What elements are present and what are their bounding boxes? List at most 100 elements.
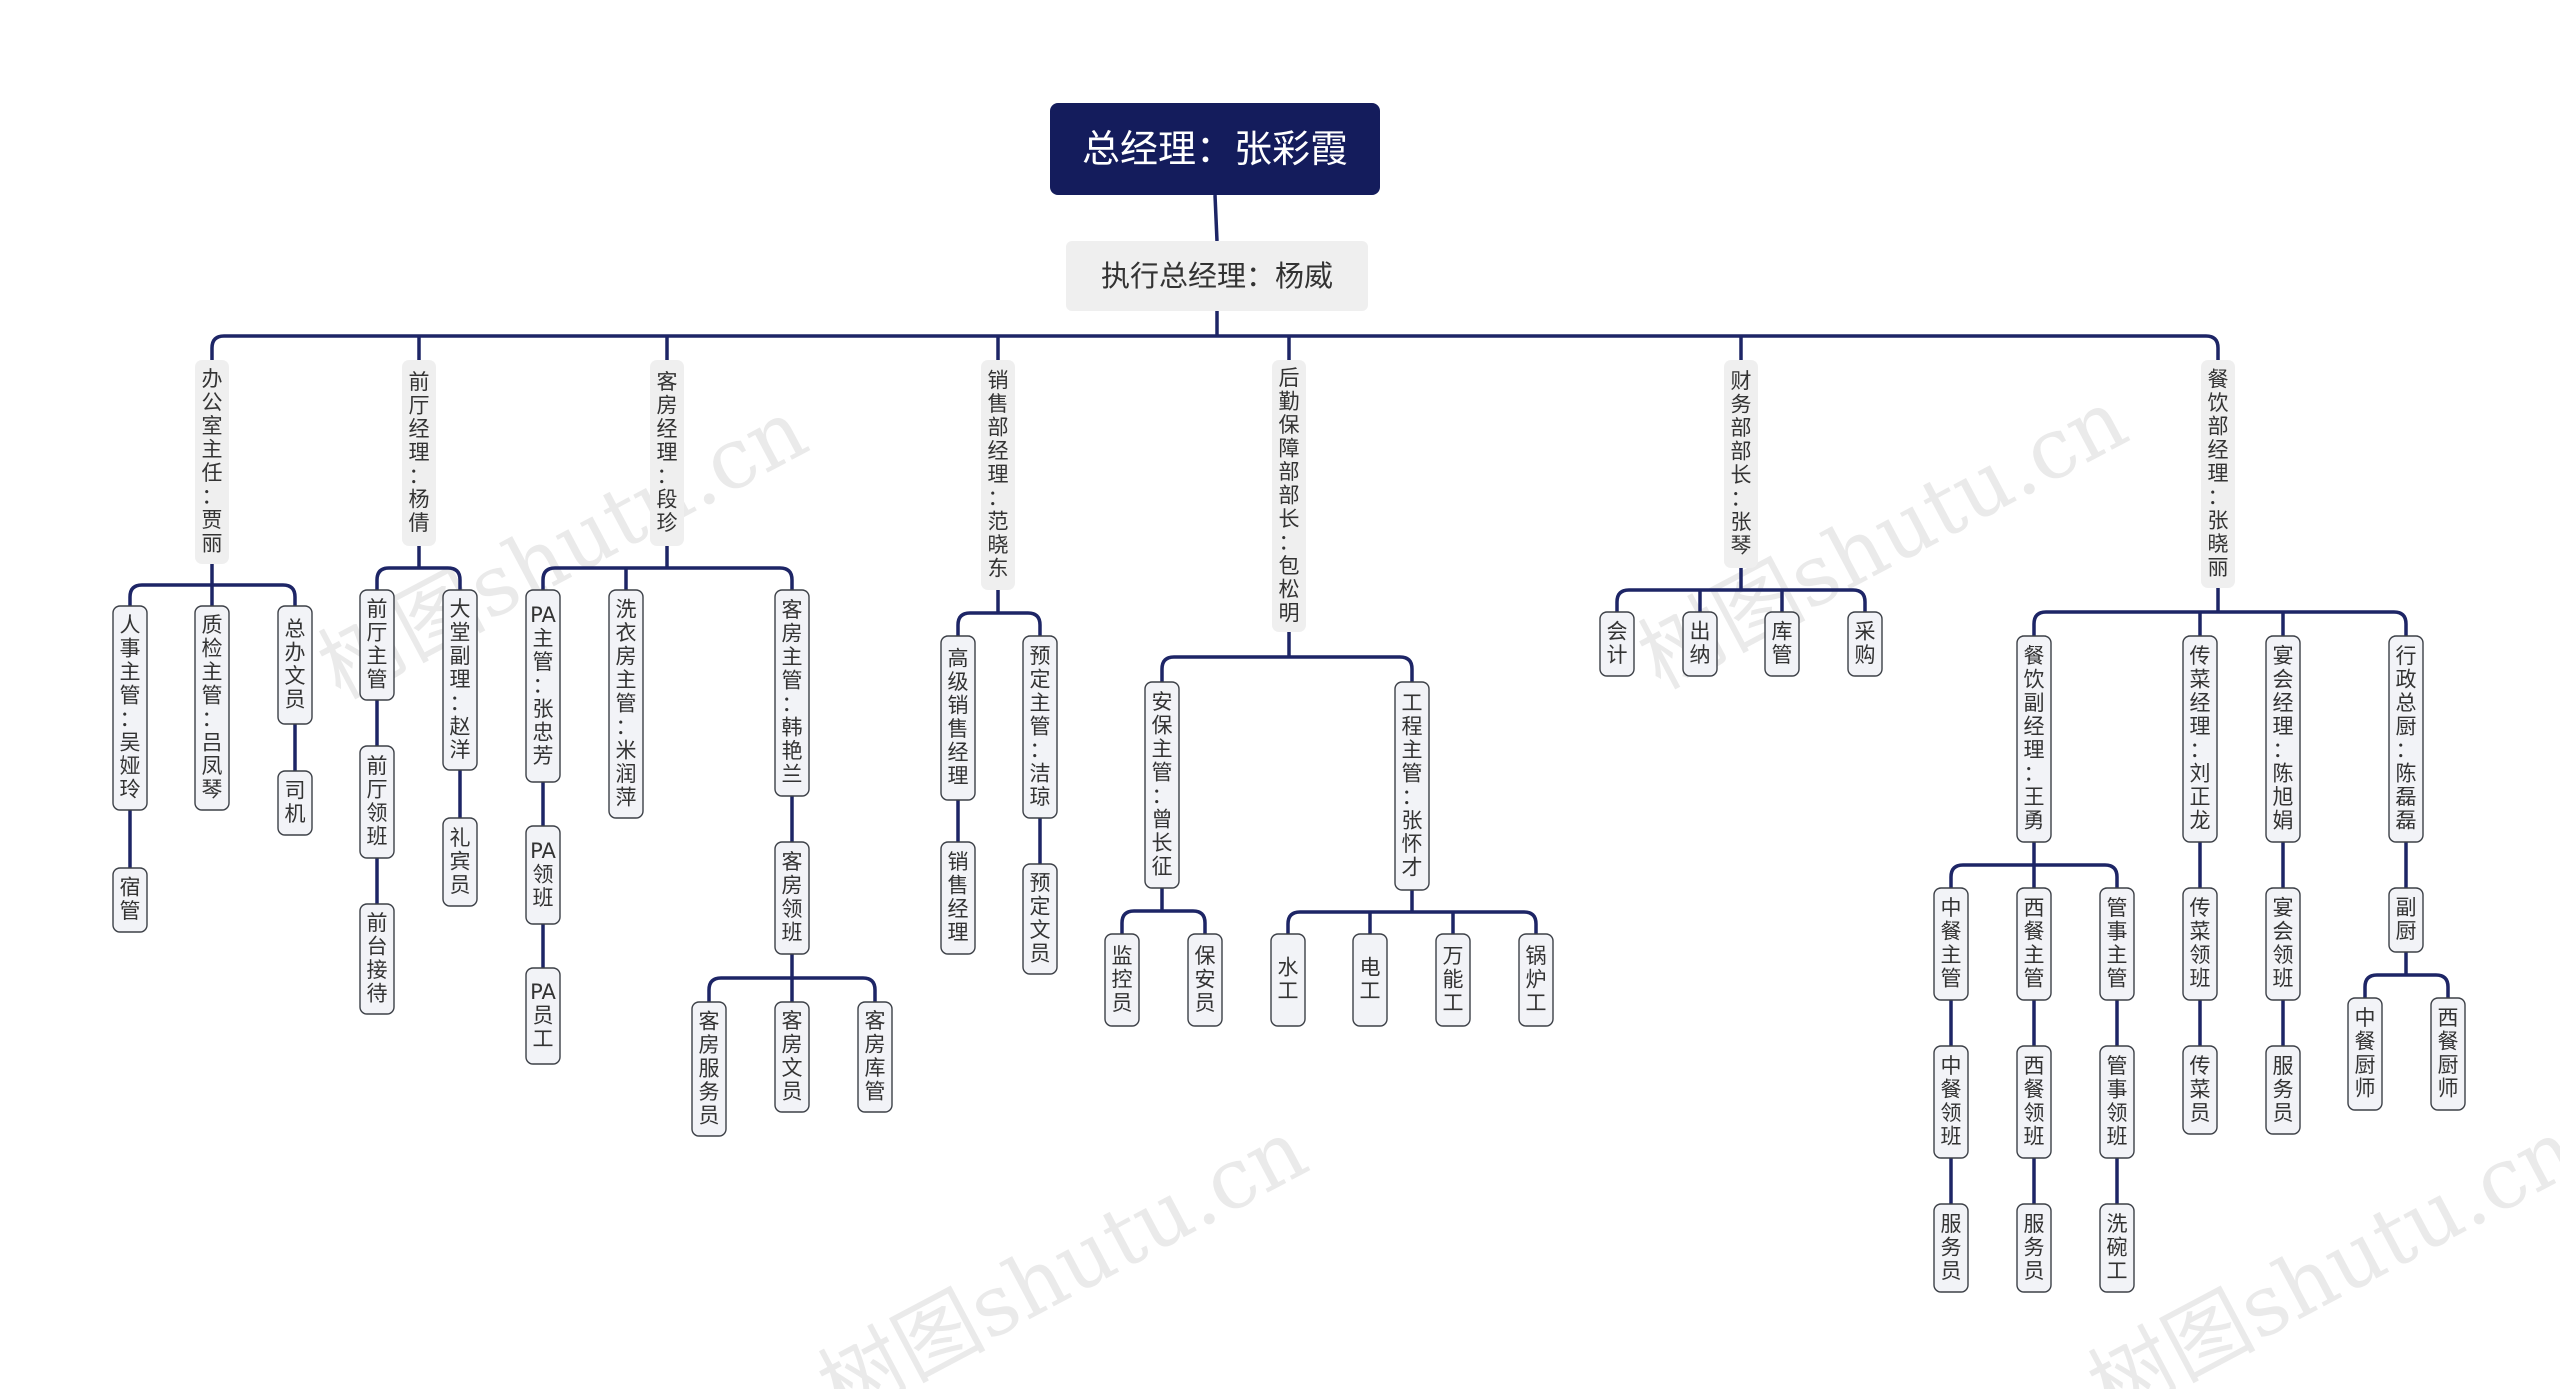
org-node[interactable]: 餐饮副经理：王勇 xyxy=(2016,635,2052,843)
org-node[interactable]: 高级销售经理 xyxy=(940,635,976,801)
org-node[interactable]: 行政总厨：陈磊磊 xyxy=(2388,635,2424,843)
org-node[interactable]: 管事领班 xyxy=(2099,1045,2135,1159)
connector xyxy=(1286,910,1301,934)
org-node[interactable]: 客房主管：韩艳兰 xyxy=(774,589,810,797)
org-node[interactable]: 会计 xyxy=(1599,611,1635,677)
org-node[interactable]: 传菜员 xyxy=(2182,1045,2218,1135)
node-box xyxy=(1518,933,1554,1027)
node-box xyxy=(1599,611,1635,677)
org-node[interactable]: 万能工 xyxy=(1435,933,1471,1027)
node-label: 出纳 xyxy=(1690,620,1711,668)
org-node[interactable]: 总办文员 xyxy=(277,605,313,725)
org-node[interactable]: 质检主管：吕凤琴 xyxy=(194,605,230,811)
connector xyxy=(1160,655,1175,682)
node-box xyxy=(2016,635,2052,843)
org-node[interactable]: 宴会经理：陈旭娟 xyxy=(2265,635,2301,843)
org-node[interactable]: 宴会领班 xyxy=(2265,887,2301,1001)
org-node[interactable]: 洗衣房主管：米润萍 xyxy=(608,589,644,819)
org-node[interactable]: 客房领班 xyxy=(774,841,810,955)
org-node[interactable]: 服务员 xyxy=(1933,1203,1969,1293)
node-label: 管事领班 xyxy=(2107,1054,2128,1149)
org-node[interactable]: 礼宾员 xyxy=(442,817,478,907)
org-node[interactable]: 保安员 xyxy=(1187,933,1223,1027)
node-box xyxy=(2099,887,2135,1001)
connector xyxy=(1399,655,1414,682)
node-box xyxy=(2388,887,2424,953)
org-node[interactable]: 电工 xyxy=(1352,933,1388,1027)
org-node[interactable]: 人事主管：吴娅玲 xyxy=(112,605,148,811)
node-box xyxy=(857,1001,893,1113)
org-node[interactable]: 客房文员 xyxy=(774,1001,810,1113)
node-box xyxy=(112,605,148,811)
node-box xyxy=(277,770,313,836)
org-node[interactable]: 中餐主管 xyxy=(1933,887,1969,1001)
root-node[interactable]: 总经理：张彩霞 xyxy=(1050,103,1380,195)
node-label: 副厨 xyxy=(2396,896,2417,944)
connector xyxy=(862,976,877,1002)
org-node[interactable]: 水工 xyxy=(1270,933,1306,1027)
org-node[interactable]: 安保主管：曾长征 xyxy=(1144,681,1180,889)
node-box xyxy=(1435,933,1471,1027)
org-node[interactable]: 后勤保障部部长：包松明 xyxy=(1272,360,1306,632)
org-node[interactable]: 西餐主管 xyxy=(2016,887,2052,1001)
org-node[interactable]: 前厅经理：杨倩 xyxy=(402,360,436,546)
node-box xyxy=(1847,611,1883,677)
org-node[interactable]: 监控员 xyxy=(1104,933,1140,1027)
node-label: 洗碗工 xyxy=(2107,1212,2128,1283)
connector xyxy=(375,566,390,590)
node-label: 水工 xyxy=(1278,956,1299,1004)
node-box xyxy=(2388,635,2424,843)
node-label: 西餐主管 xyxy=(2024,896,2045,991)
org-node[interactable]: 财务部部长：张琴 xyxy=(1724,360,1758,568)
org-node[interactable]: 前厅领班 xyxy=(359,745,395,859)
org-node[interactable]: 销售部经理：范晓东 xyxy=(981,360,1015,590)
org-node[interactable]: 前厅主管 xyxy=(359,589,395,701)
org-node[interactable]: 中餐厨师 xyxy=(2347,997,2383,1111)
connector xyxy=(1523,910,1538,934)
org-node[interactable]: 管事主管 xyxy=(2099,887,2135,1001)
org-node[interactable]: 出纳 xyxy=(1682,611,1718,677)
org-node[interactable]: 传菜领班 xyxy=(2182,887,2218,1001)
connector xyxy=(128,583,143,606)
org-node[interactable]: 西餐厨师 xyxy=(2430,997,2466,1111)
org-node[interactable]: 锅炉工 xyxy=(1518,933,1554,1027)
node-box xyxy=(2182,635,2218,843)
node-label: 西餐厨师 xyxy=(2438,1006,2459,1101)
org-node[interactable]: 洗碗工 xyxy=(2099,1203,2135,1293)
org-node[interactable]: 预定文员 xyxy=(1022,863,1058,975)
org-node[interactable]: 传菜经理：刘正龙 xyxy=(2182,635,2218,843)
org-node[interactable]: 前台接待 xyxy=(359,903,395,1015)
org-node[interactable]: 客房经理：段珍 xyxy=(650,360,684,546)
connector xyxy=(2032,610,2047,636)
org-node[interactable]: 大堂副理：赵洋 xyxy=(442,589,478,771)
org-node[interactable]: 办公室主任：贾丽 xyxy=(195,360,229,564)
org-node[interactable]: 中餐领班 xyxy=(1933,1045,1969,1159)
executive-node[interactable]: 执行总经理：杨威 xyxy=(1066,241,1368,311)
node-box xyxy=(525,967,561,1065)
org-node[interactable]: 工程主管：张怀才 xyxy=(1394,681,1430,891)
org-node[interactable]: 西餐领班 xyxy=(2016,1045,2052,1159)
org-node[interactable]: 客房服务员 xyxy=(691,1001,727,1137)
org-node[interactable]: 服务员 xyxy=(2016,1203,2052,1293)
org-node[interactable]: 餐饮部经理：张晓丽 xyxy=(2201,360,2235,588)
org-node[interactable]: 销售经理 xyxy=(940,841,976,955)
node-box xyxy=(940,635,976,801)
org-node[interactable]: 服务员 xyxy=(2265,1045,2301,1135)
node-box xyxy=(525,589,561,783)
org-node[interactable]: 预定主管：洁琼 xyxy=(1022,635,1058,819)
org-node[interactable]: 库管 xyxy=(1764,611,1800,677)
node-label: 管事主管 xyxy=(2107,896,2128,991)
org-node[interactable]: 宿管 xyxy=(112,867,148,933)
org-node[interactable]: 副厨 xyxy=(2388,887,2424,953)
org-node[interactable]: 客房库管 xyxy=(857,1001,893,1113)
org-node[interactable]: 司机 xyxy=(277,770,313,836)
org-node[interactable]: 采购 xyxy=(1847,611,1883,677)
connector xyxy=(1027,611,1042,636)
